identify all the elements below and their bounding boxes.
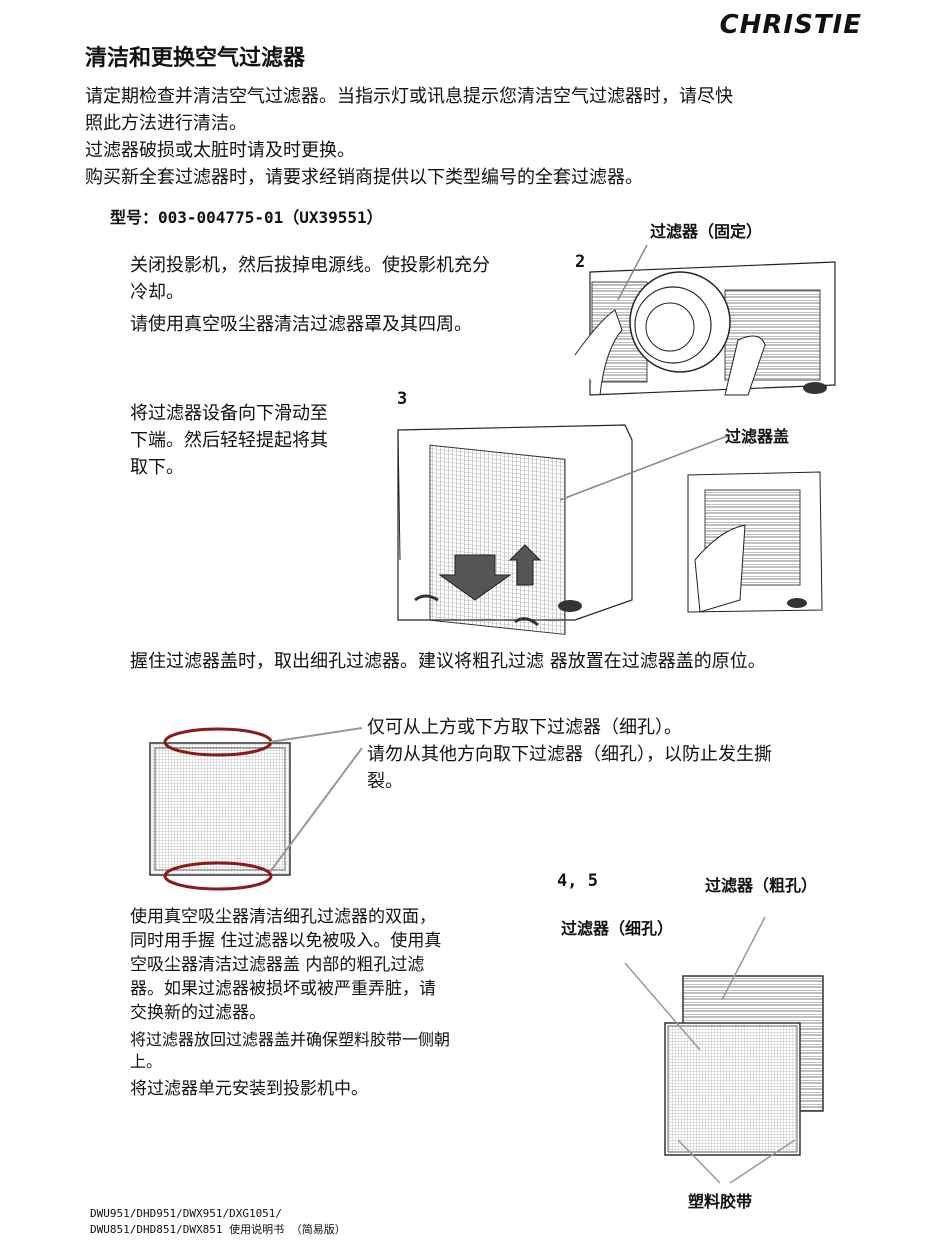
step3-line: 取下。 (130, 457, 184, 478)
step3-line: 下端。然后轻轻提起将其 (130, 430, 328, 451)
label-fine-filter: 过滤器（细孔） (561, 919, 674, 938)
label-coarse-filter: 过滤器（粗孔） (705, 876, 818, 895)
step1-line: 请使用真空吸尘器清洁过滤器罩及其四周。 (130, 314, 472, 335)
page-title: 清洁和更换空气过滤器 (85, 46, 306, 71)
note-line: 仅可从上方或下方取下过滤器（细孔）。 (367, 717, 682, 738)
intro-line: 过滤器破损或太脏时请及时更换。 (85, 140, 355, 161)
label-plastic-tape: 塑料胶带 (688, 1192, 753, 1211)
step3-line: 将过滤器设备向下滑动至 (130, 403, 328, 424)
step1-text: 关闭投影机，然后拔掉电源线。使投影机充分 冷却。 请使用真空吸尘器清洁过滤器罩及… (130, 252, 570, 338)
note-line: 裂。 (367, 771, 403, 792)
step4-line: 交换新的过滤器。 (130, 1003, 266, 1023)
projector-front-illustration (574, 244, 836, 396)
step2-number: 2 (575, 252, 586, 272)
footer-line: DWU951/DHD951/DWX951/DXG1051/ (90, 1207, 283, 1220)
filter-slide-illustration (397, 424, 731, 635)
filter-removal-illustration (687, 471, 823, 613)
note-line: 请勿从其他方向取下过滤器（细孔），以防止发生撕 (367, 744, 772, 765)
label-filter-cover: 过滤器盖 (725, 427, 790, 446)
fine-filter-illustration (149, 727, 363, 891)
step3-number: 3 (397, 389, 408, 409)
grip-text: 握住过滤器盖时，取出细孔过滤器。建议将粗孔过滤 器放置在过滤器盖的原位。 (130, 651, 766, 672)
christie-logo: CHRISTIE (719, 10, 862, 40)
step1-line: 关闭投影机，然后拔掉电源线。使投影机充分 (130, 255, 490, 276)
step4-line: 将过滤器单元安装到投影机中。 (130, 1079, 368, 1099)
intro-paragraph: 请定期检查并清洁空气过滤器。当指示灯或讯息提示您清洁空气过滤器时，请尽快 照此方… (85, 83, 875, 191)
footer-line: DWU851/DHD851/DWX851 使用说明书 （简易版） (90, 1223, 346, 1236)
step1-line: 冷却。 (130, 282, 184, 303)
footer: DWU951/DHD951/DWX951/DXG1051/ DWU851/DHD… (90, 1206, 346, 1238)
step4-line: 上。 (130, 1052, 163, 1071)
intro-line: 请定期检查并清洁空气过滤器。当指示灯或讯息提示您清洁空气过滤器时，请尽快 (85, 86, 733, 107)
intro-line: 购买新全套过滤器时，请要求经销商提供以下类型编号的全套过滤器。 (85, 167, 643, 188)
step4-line: 器。如果过滤器被损坏或被严重弄脏，请 (130, 979, 436, 999)
step45-number: 4, 5 (557, 871, 598, 891)
step4-line: 将过滤器放回过滤器盖并确保塑料胶带一侧朝 (130, 1030, 451, 1049)
step4-line: 同时用手握 住过滤器以免被吸入。使用真 (130, 931, 442, 951)
coarse-fine-filters-illustration (624, 916, 824, 1184)
step4-text: 使用真空吸尘器清洁细孔过滤器的双面， 同时用手握 住过滤器以免被吸入。使用真 空… (130, 905, 540, 1101)
removal-note: 仅可从上方或下方取下过滤器（细孔）。 请勿从其他方向取下过滤器（细孔），以防止发… (367, 714, 867, 795)
step4-line: 使用真空吸尘器清洁细孔过滤器的双面， (130, 907, 436, 927)
intro-line: 照此方法进行清洁。 (85, 113, 247, 134)
step3-text: 将过滤器设备向下滑动至 下端。然后轻轻提起将其 取下。 (130, 400, 380, 481)
label-filter-fixed: 过滤器（固定） (650, 222, 763, 241)
model-number: 型号：003-004775-01（UX39551） (110, 208, 383, 227)
step4-line: 空吸尘器清洁过滤器盖 内部的粗孔过滤 (130, 955, 425, 975)
